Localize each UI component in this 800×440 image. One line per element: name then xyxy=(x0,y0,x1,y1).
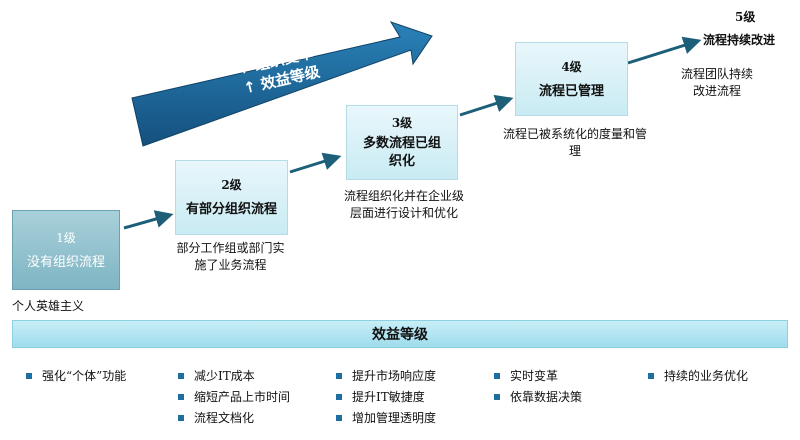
benefit-item-text: 依靠数据决策 xyxy=(510,390,583,404)
bullet-icon xyxy=(178,394,184,400)
big-arrow-shape xyxy=(131,21,433,147)
benefit-level-bar: 效益等级 xyxy=(12,320,788,348)
benefit-item: 减少IT成本 xyxy=(178,366,328,387)
level-4-name: 流程已管理 xyxy=(538,83,604,99)
level-2-name: 有部分组织流程 xyxy=(185,202,277,217)
level-5-name: 流程持续改进 xyxy=(703,33,776,47)
benefit-item: 实时变革 xyxy=(494,366,634,387)
step-arrow-3-4 xyxy=(459,94,514,117)
level-5-label: 5级 xyxy=(735,10,756,24)
level-4-box: 4级 流程已管理 xyxy=(515,42,628,116)
level-2-label: 2级 xyxy=(221,178,242,192)
benefit-item-text: 增加管理透明度 xyxy=(352,411,437,425)
bullet-icon xyxy=(648,373,654,379)
benefit-item: 增加管理透明度 xyxy=(336,408,486,429)
benefit-item-text: 减少IT成本 xyxy=(194,369,255,383)
benefit-item: 强化“个体”功能 xyxy=(26,366,141,387)
step-arrow-2-3 xyxy=(289,152,342,174)
benefit-item: 提升市场响应度 xyxy=(336,366,486,387)
level-1-description: 个人英雄主义 xyxy=(12,299,85,313)
bullet-icon xyxy=(336,415,342,421)
step-arrow-1-2 xyxy=(123,210,174,230)
benefit-item: 流程文档化 xyxy=(178,408,328,429)
level-1-name: 没有组织流程 xyxy=(26,254,105,270)
level-1-label: 1级 xyxy=(56,230,76,245)
level-3-description: 流程组织化并在企业级层面进行设计和优化 xyxy=(343,189,464,220)
benefit-column-2: 减少IT成本 缩短产品上市时间 流程文档化 xyxy=(178,366,328,429)
level-2-box: 2级 有部分组织流程 xyxy=(175,160,288,235)
benefit-item: 提升IT敏捷度 xyxy=(336,387,486,408)
level-5-description: 流程团队持续改进流程 xyxy=(680,67,753,98)
bullet-icon xyxy=(26,373,32,379)
benefit-column-3: 提升市场响应度 提升IT敏捷度 增加管理透明度 xyxy=(336,366,486,429)
benefit-item-text: 提升IT敏捷度 xyxy=(352,390,425,404)
benefit-item-text: 缩短产品上市时间 xyxy=(194,390,291,404)
bullet-icon xyxy=(336,373,342,379)
bullet-icon xyxy=(336,394,342,400)
level-4-description: 流程已被系统化的度量和管理 xyxy=(502,127,647,158)
benefit-item-text: 强化“个体”功能 xyxy=(42,369,127,383)
level-3-name: 多数流程已组织化 xyxy=(362,136,441,169)
level-3-box: 3级 多数流程已组织化 xyxy=(346,105,458,180)
benefit-item: 缩短产品上市时间 xyxy=(178,387,328,408)
benefit-item-text: 持续的业务优化 xyxy=(664,369,749,383)
bullet-icon xyxy=(178,415,184,421)
bullet-icon xyxy=(494,394,500,400)
level-1-box: 1级 没有组织流程 xyxy=(12,210,120,290)
benefit-level-label: 效益等级 xyxy=(372,327,428,343)
level-4-label: 4级 xyxy=(561,59,582,74)
benefit-item-text: 实时变革 xyxy=(510,369,559,383)
benefit-column-5: 持续的业务优化 xyxy=(648,366,793,387)
bullet-icon xyxy=(494,373,500,379)
benefit-item: 依靠数据决策 xyxy=(494,387,634,408)
level-2-description: 部分工作组或部门实施了业务流程 xyxy=(176,241,285,272)
benefit-column-4: 实时变革 依靠数据决策 xyxy=(494,366,634,408)
benefit-item-text: 流程文档化 xyxy=(194,411,255,425)
benefit-item: 持续的业务优化 xyxy=(648,366,793,387)
step-arrow-4-5 xyxy=(627,36,702,65)
level-3-label: 3级 xyxy=(391,116,413,130)
benefit-item-text: 提升市场响应度 xyxy=(352,369,437,383)
benefit-column-1: 强化“个体”功能 xyxy=(26,366,141,387)
bullet-icon xyxy=(178,373,184,379)
